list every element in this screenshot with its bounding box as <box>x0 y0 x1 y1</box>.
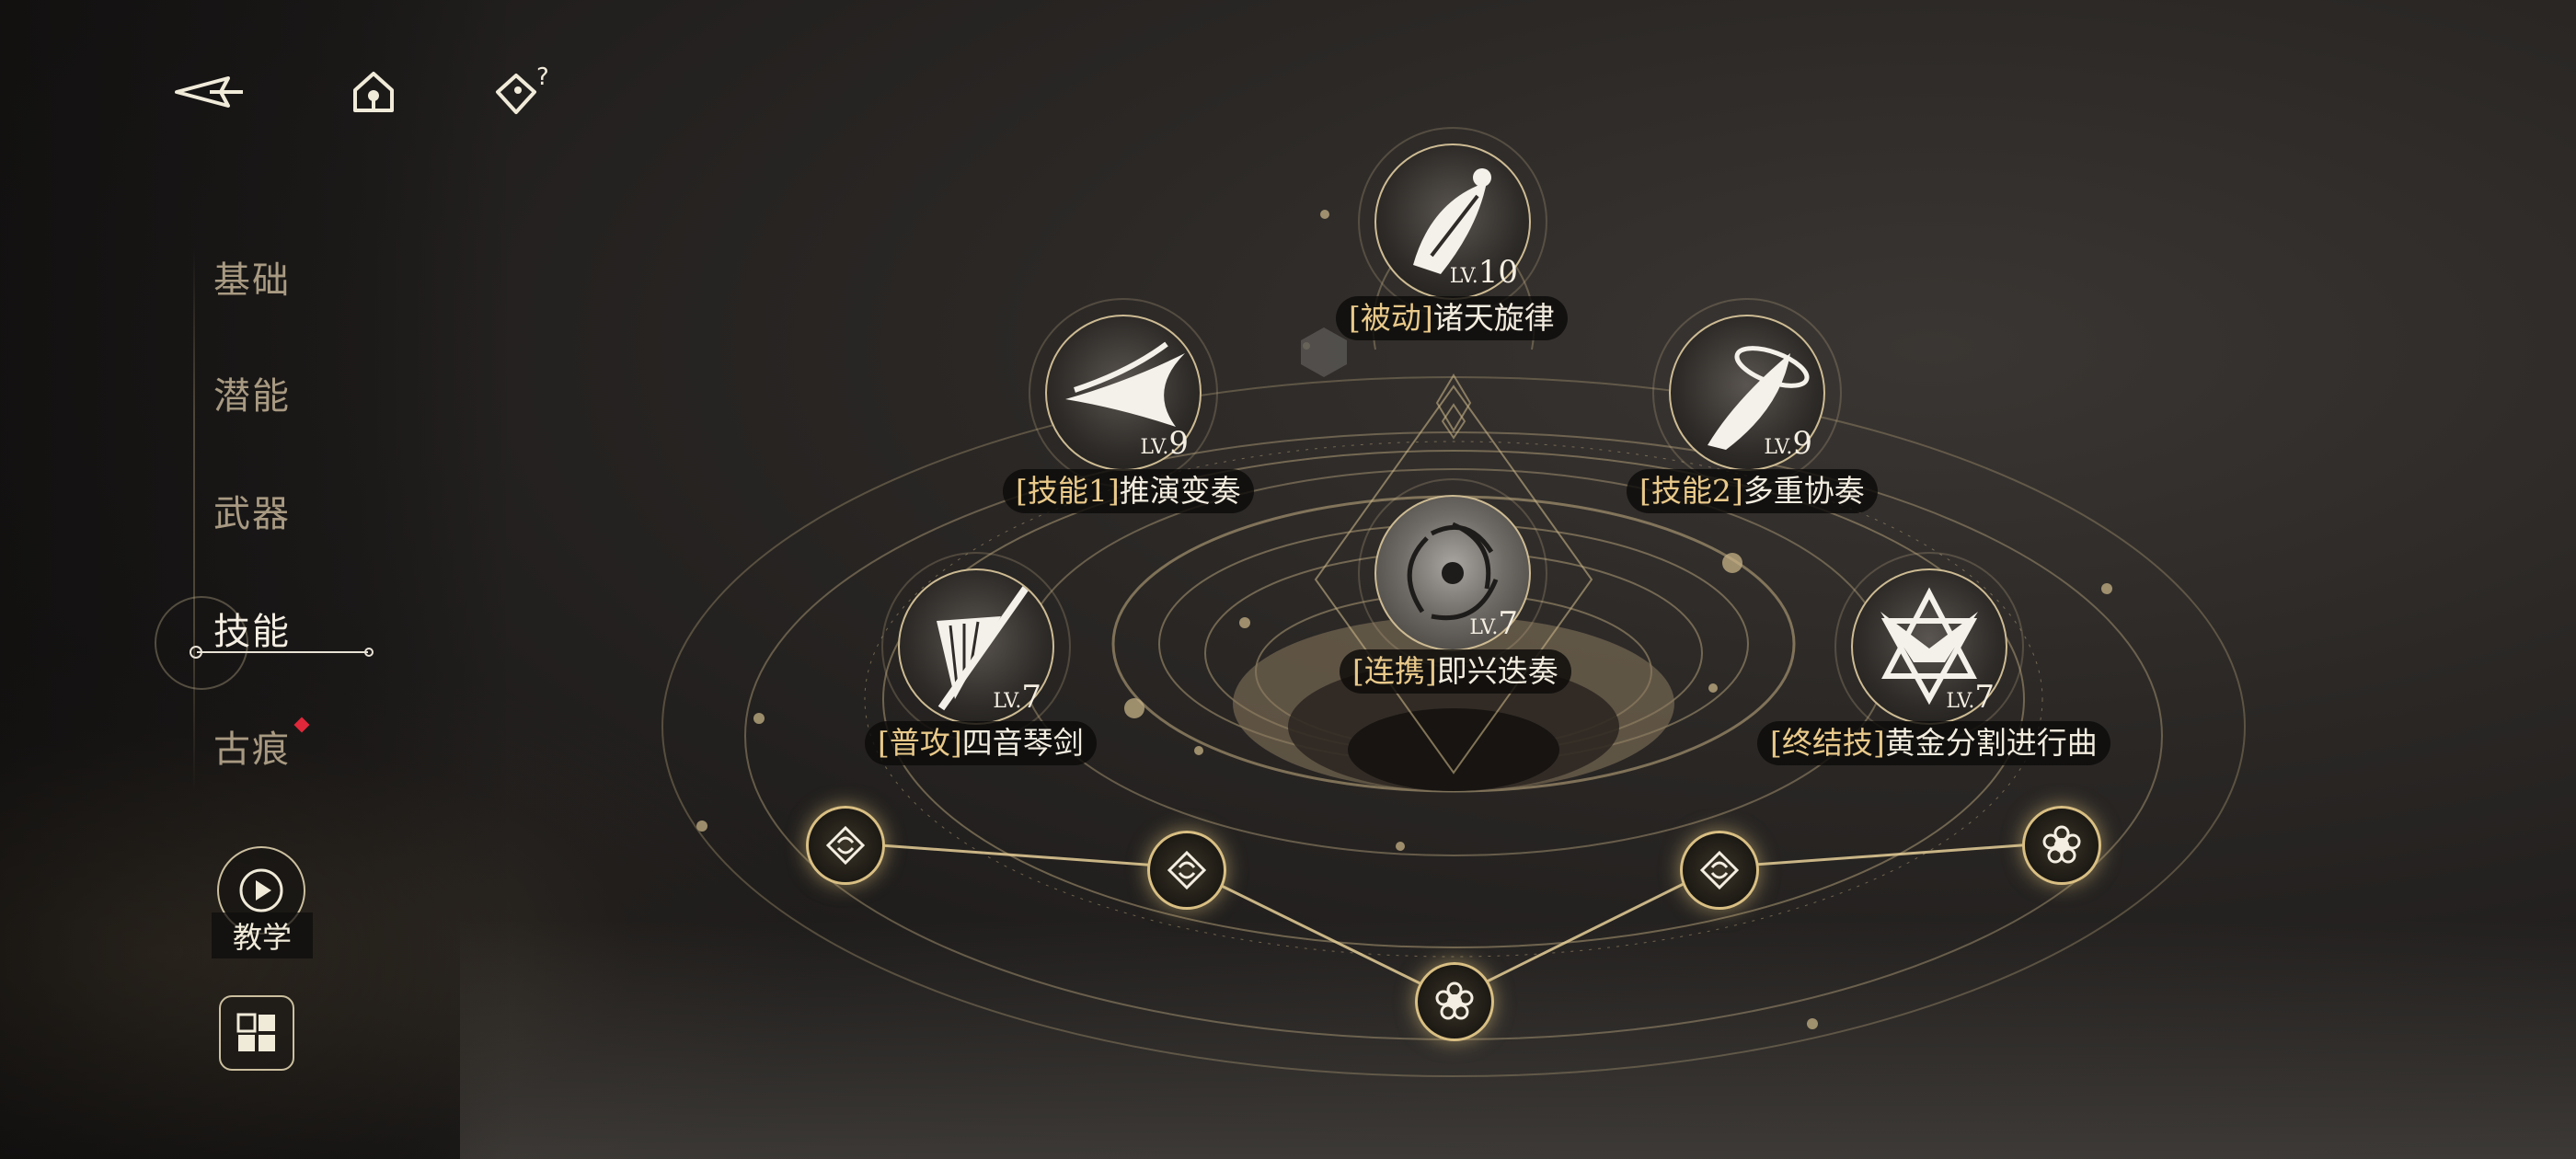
nav-active-underline <box>190 646 374 659</box>
flower-icon <box>1435 981 1474 1020</box>
swap-arrows-icon <box>1167 850 1207 890</box>
trace-node-2[interactable] <box>1147 831 1226 910</box>
skill-level: LV.10 <box>1449 254 1518 291</box>
skill-icon-skill2 <box>1669 315 1825 471</box>
skill-level: LV.9 <box>1140 425 1189 462</box>
tutorial-label: 教学 <box>212 912 313 958</box>
ribbon-swirl-icon <box>1708 346 1810 450</box>
skill-level: LV.7 <box>993 679 1041 716</box>
grid-icon <box>236 1013 275 1051</box>
skill-node-skill1[interactable]: LV.9 <box>1029 298 1218 488</box>
vortex-eye-icon <box>1407 522 1499 621</box>
home-icon <box>353 72 394 112</box>
nav-item-weapon[interactable]: 武器 <box>213 493 291 535</box>
trace-node-3[interactable] <box>1680 831 1759 910</box>
skill-node-normal-attack[interactable]: LV.7 <box>881 552 1071 741</box>
wing-slash-icon <box>1065 341 1185 427</box>
trace-node-center[interactable] <box>1415 962 1494 1041</box>
nav-item-ancient-trace[interactable]: 古痕 <box>213 729 291 771</box>
golden-star-icon <box>1880 587 1978 706</box>
trace-node-1[interactable] <box>806 806 885 885</box>
harp-figure-icon <box>1413 168 1491 274</box>
back-arrow-icon <box>175 76 243 108</box>
skill-label-skill1: [技能1]推演变奏 <box>1003 469 1254 513</box>
nav-item-skill[interactable]: 技能 <box>213 611 291 653</box>
nav-track <box>193 248 195 791</box>
skill-node-ultimate[interactable]: LV.7 <box>1834 552 2024 741</box>
skill-icon-skill1 <box>1045 315 1202 471</box>
skill-node-skill2[interactable]: LV.9 <box>1652 298 1842 488</box>
trace-node-4[interactable] <box>2022 806 2101 885</box>
swap-arrows-icon <box>1699 850 1740 890</box>
skill-icon-normal-attack <box>898 568 1054 725</box>
skill-label-ultimate: [终结技]黄金分割进行曲 <box>1757 721 2110 765</box>
skill-icon-passive <box>1374 143 1531 300</box>
home-button[interactable] <box>337 55 410 129</box>
lyre-sword-icon <box>937 581 1032 711</box>
sidebar-backdrop <box>0 0 515 1159</box>
help-bird-icon: ? <box>496 64 549 114</box>
skill-level: LV.7 <box>1946 679 1995 716</box>
nav-item-basic[interactable]: 基础 <box>213 259 291 302</box>
background-bottom-haze <box>460 920 2576 1159</box>
skill-level: LV.7 <box>1469 605 1518 642</box>
skill-label-passive: [被动]诸天旋律 <box>1336 296 1568 340</box>
flower-icon <box>2042 825 2081 864</box>
skill-label-combo: [连携]即兴迭奏 <box>1340 649 1571 694</box>
play-icon <box>239 868 283 912</box>
skill-node-passive[interactable]: LV.10 <box>1358 127 1547 316</box>
back-button[interactable] <box>173 55 247 129</box>
overview-button[interactable] <box>219 995 294 1071</box>
skill-label-normal-attack: [普攻]四音琴剑 <box>865 721 1097 765</box>
nav-active-ring <box>155 596 248 690</box>
help-button[interactable]: ? <box>484 55 558 129</box>
skill-icon-ultimate <box>1851 568 2007 725</box>
skill-icon-combo <box>1374 495 1531 651</box>
skill-level: LV.9 <box>1764 425 1812 462</box>
skill-node-combo[interactable]: LV.7 <box>1358 478 1547 668</box>
hexagon-gem-icon <box>1301 327 1347 377</box>
svg-text:?: ? <box>536 64 549 91</box>
skill-label-skill2: [技能2]多重协奏 <box>1627 469 1878 513</box>
nav-item-potential[interactable]: 潜能 <box>213 375 291 418</box>
swap-arrows-icon <box>825 825 866 866</box>
